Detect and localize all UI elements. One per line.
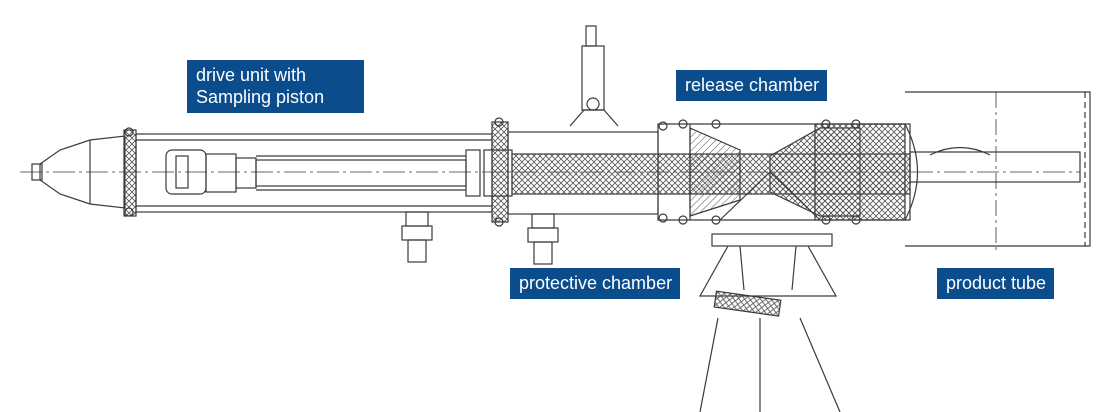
connector-2 xyxy=(531,213,555,229)
drive-unit-label: drive unit with Sampling piston xyxy=(187,60,364,113)
middle-flange xyxy=(491,121,509,223)
product-tube-label: product tube xyxy=(937,268,1055,299)
drive-housing xyxy=(135,133,493,213)
spindle xyxy=(255,159,467,187)
protective-chamber-label: protective chamber xyxy=(510,268,681,299)
outlet-pipe xyxy=(699,317,841,412)
connector-1 xyxy=(405,211,429,227)
product-tube xyxy=(905,91,1091,247)
lifting-lug xyxy=(569,109,619,127)
release-chamber-label: release chamber xyxy=(676,70,828,101)
outlet-funnel xyxy=(719,171,821,221)
rear-flange xyxy=(123,129,137,217)
